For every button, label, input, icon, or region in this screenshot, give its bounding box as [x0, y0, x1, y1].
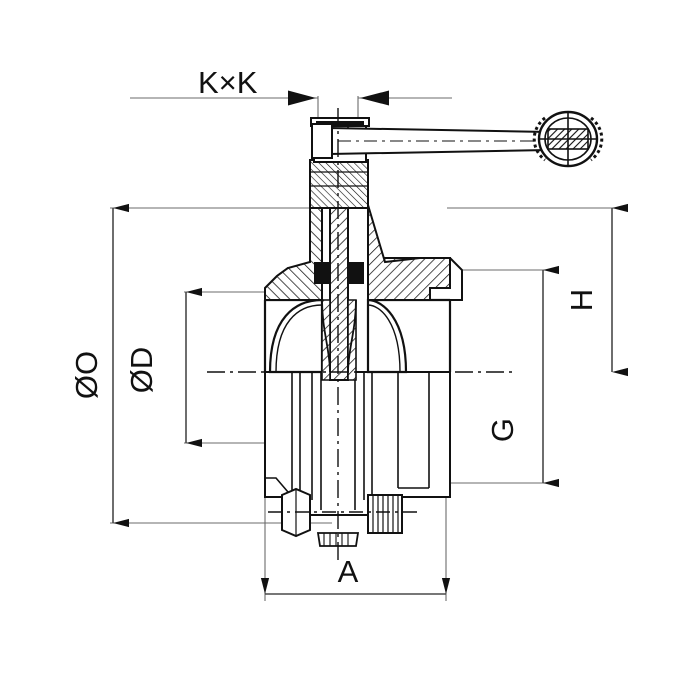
dim-label-height-h: H [564, 289, 599, 311]
stem-packing-seals [314, 262, 364, 284]
bottom-knurled-cap [367, 494, 403, 534]
handle-knob[interactable] [532, 110, 604, 168]
lower-body-inner-lines [264, 372, 430, 510]
disc-seal-lines [275, 304, 401, 373]
dim-label-height-g: G [485, 418, 520, 442]
dim-kxk-arrows [288, 90, 389, 106]
dim-label-inner-diameter: ØD [124, 347, 159, 394]
valve-assembly [263, 110, 604, 547]
valve-neck [264, 159, 451, 381]
dim-label-kxk: K×K [198, 65, 258, 100]
dim-label-outer-diameter: ØO [69, 351, 104, 399]
dim-label-width-a: A [338, 554, 359, 589]
centerlines [207, 108, 513, 562]
bottom-center-knurl [316, 532, 360, 547]
dimension-lines [112, 203, 628, 595]
